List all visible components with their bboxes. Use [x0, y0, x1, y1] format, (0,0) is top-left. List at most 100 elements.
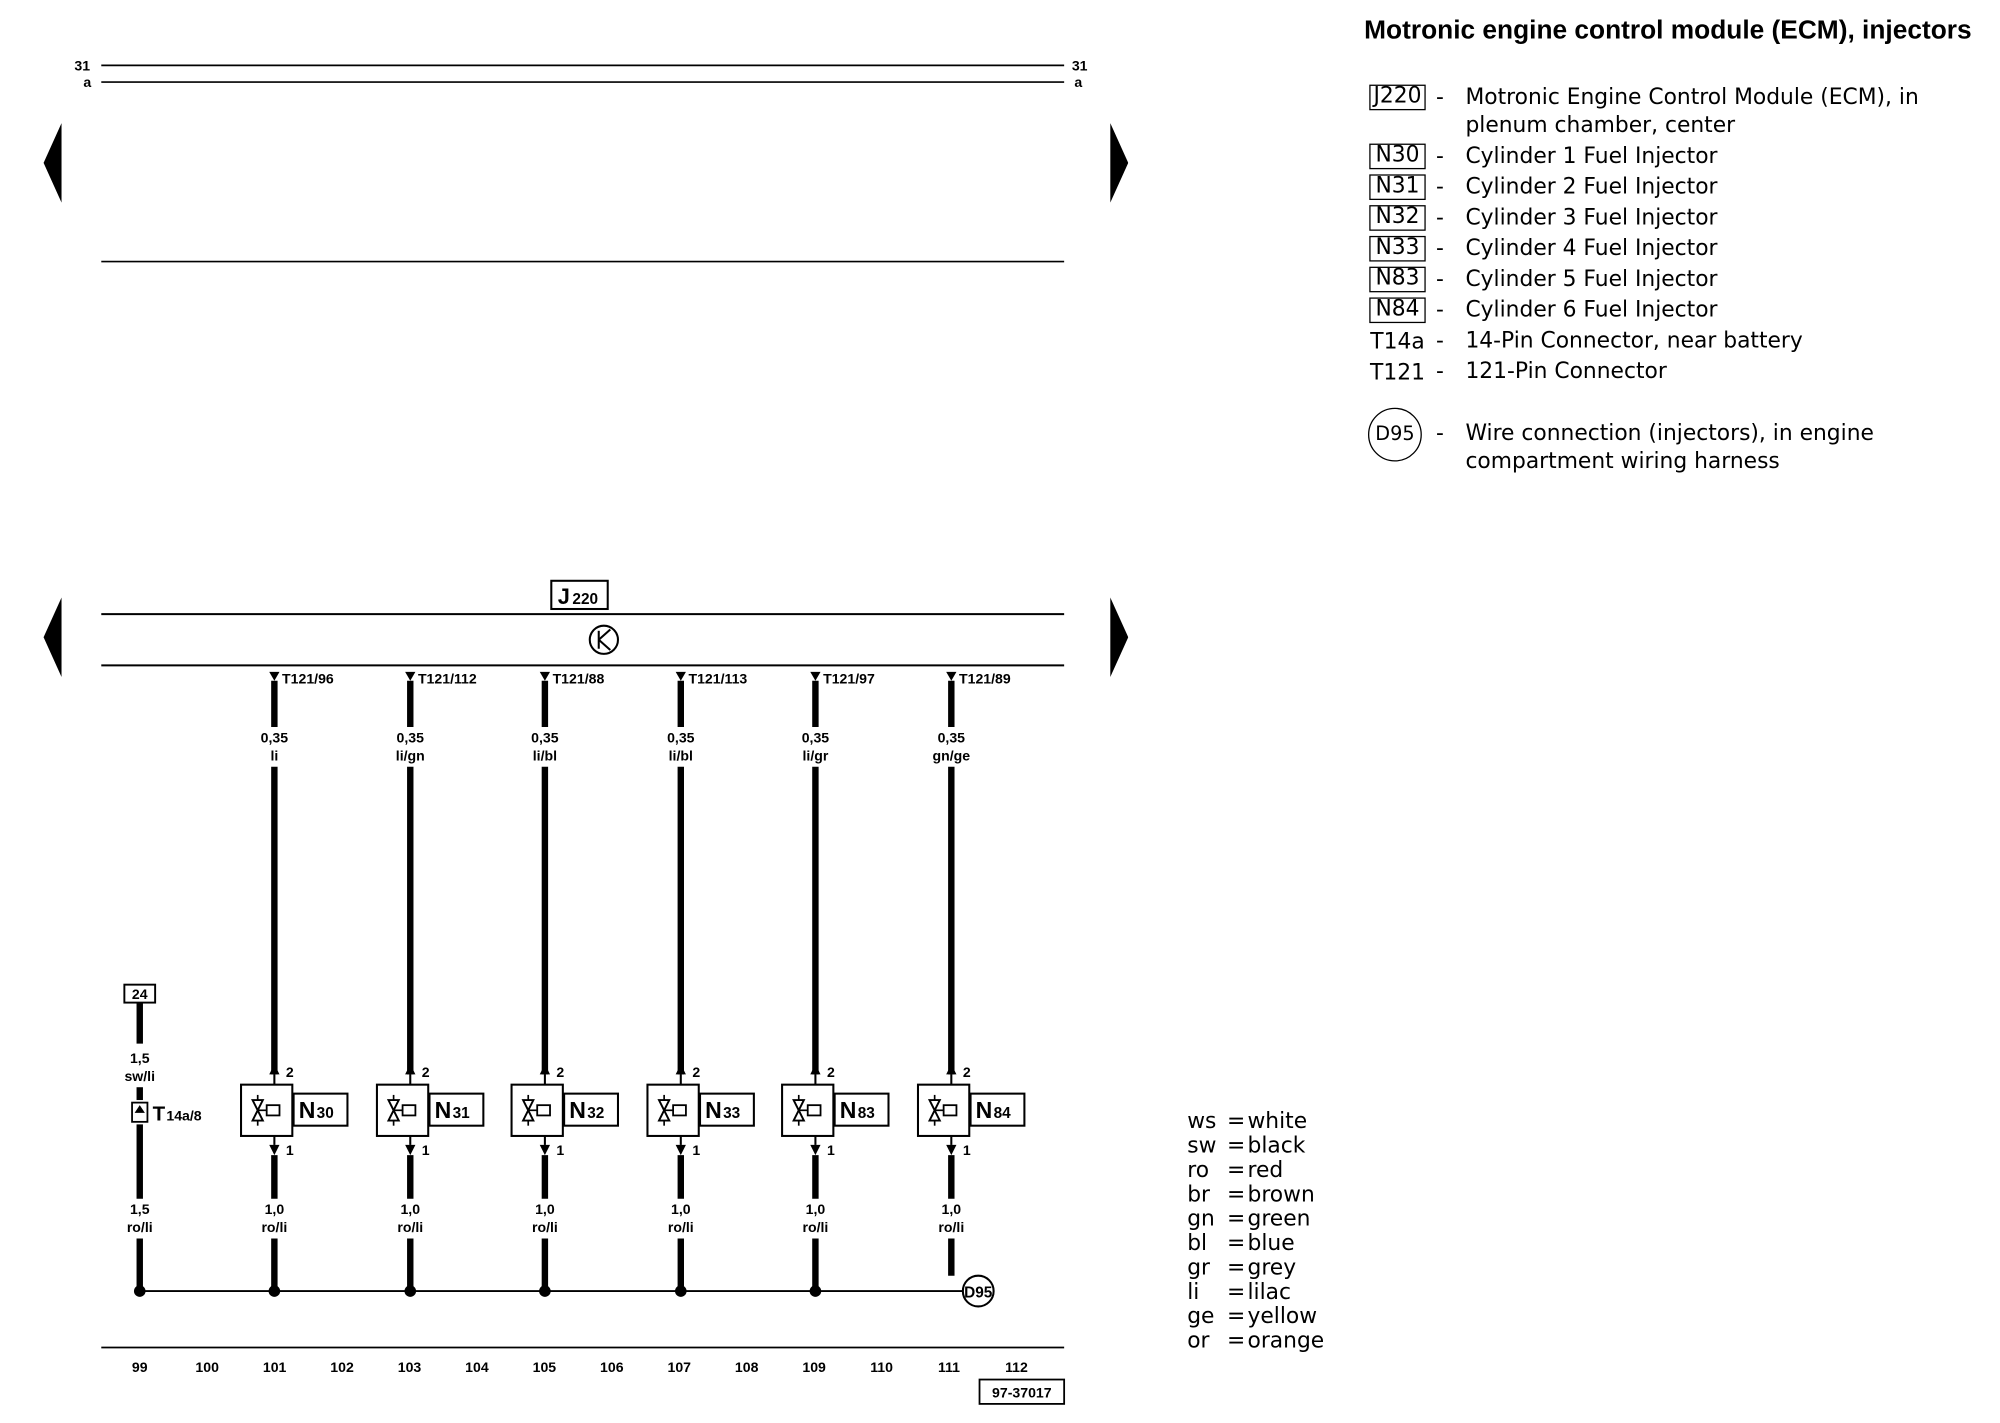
legend-text: Cylinder 3 Fuel Injector — [1465, 205, 1718, 231]
color-eq: = — [1226, 1328, 1246, 1354]
injector-circuits: T121/960,35li2N3011,0ro/liT121/1120,35li… — [240, 670, 1026, 1297]
wire-color-bot: ro/li — [668, 1219, 694, 1235]
ecm-pin-label: T121/97 — [823, 670, 875, 686]
next-page-arrow-lower[interactable] — [1110, 597, 1129, 677]
pin1-arrow — [405, 1144, 416, 1156]
wire-color-bot: ro/li — [802, 1219, 828, 1235]
injector-icon — [386, 1094, 417, 1126]
wire-color-bot: ro/li — [938, 1219, 964, 1235]
feed-top-color: sw/li — [124, 1068, 155, 1084]
track-number: 112 — [1005, 1359, 1028, 1375]
legend-code: N33 — [1369, 235, 1426, 262]
color-key-row: ro=red — [1187, 1157, 1283, 1184]
color-key-row: li=lilac — [1187, 1279, 1291, 1306]
track-number: 107 — [667, 1359, 691, 1375]
pin2-arrow — [946, 1064, 957, 1075]
color-abbr: sw — [1187, 1133, 1217, 1160]
injector-label-box — [428, 1092, 485, 1127]
legend-dash: - — [1435, 84, 1444, 111]
legend-code: J220 — [1369, 84, 1426, 111]
pin-arrow — [946, 671, 957, 681]
injector-label-box — [563, 1092, 619, 1127]
ref-number: 97-37017 — [992, 1384, 1052, 1400]
color-key-row: or =orange — [1187, 1328, 1325, 1354]
pin-1-label: 1 — [422, 1142, 430, 1158]
pin-arrow — [539, 671, 551, 681]
wire-gauge-top: 0,35 — [531, 729, 559, 745]
injector-label: N30 — [299, 1097, 334, 1123]
color-name: yellow — [1247, 1303, 1318, 1330]
legend-text: 121-Pin Connector — [1465, 358, 1667, 385]
wire-gauge-bot: 1,0 — [265, 1201, 285, 1217]
next-page-arrow[interactable] — [1110, 123, 1129, 203]
color-eq: = — [1226, 1230, 1246, 1257]
wire-color-top: li/gr — [802, 747, 828, 763]
track-number: 105 — [533, 1359, 557, 1375]
color-name: orange — [1247, 1328, 1325, 1354]
color-eq: = — [1226, 1303, 1246, 1330]
wire-color-top: li/bl — [669, 747, 693, 763]
color-name: green — [1247, 1206, 1311, 1233]
color-abbr: ro — [1187, 1157, 1210, 1184]
color-key-row: bl=blue — [1187, 1230, 1294, 1257]
pin-arrow — [810, 671, 821, 681]
pin-2-label: 2 — [963, 1064, 971, 1080]
wire-gauge-bot: 1,0 — [535, 1201, 555, 1217]
ground-splice-label: D95 — [964, 1284, 993, 1301]
track-number: 99 — [132, 1359, 148, 1375]
color-name: grey — [1247, 1255, 1297, 1281]
color-abbr: ge — [1187, 1303, 1215, 1330]
color-name: black — [1247, 1133, 1306, 1160]
track-number: 111 — [938, 1359, 960, 1375]
injector-icon — [657, 1094, 687, 1126]
legend-text-line2: compartment wiring harness — [1465, 448, 1780, 475]
wire-color-top: gn/ge — [933, 747, 971, 763]
prev-page-arrow[interactable] — [43, 123, 62, 203]
prev-page-arrow-lower[interactable] — [43, 597, 62, 677]
color-eq: = — [1226, 1182, 1246, 1208]
legend-dash: - — [1435, 420, 1444, 447]
track-number: 104 — [465, 1359, 489, 1375]
injector-label-box — [833, 1092, 890, 1127]
color-key-row: br=brown — [1187, 1183, 1315, 1207]
color-eq: = — [1226, 1279, 1246, 1306]
legend-text: Cylinder 4 Fuel Injector — [1465, 235, 1718, 262]
wire-gauge-bot: 1,0 — [942, 1201, 962, 1217]
ground-splice-circle — [961, 1274, 995, 1308]
legend-dash: - — [1435, 235, 1444, 262]
injector-icon — [792, 1094, 822, 1126]
track-number: 102 — [330, 1359, 354, 1375]
color-key-row: ws=white — [1187, 1110, 1307, 1134]
wire-gauge-top: 0,35 — [397, 729, 425, 745]
pin1-arrow — [675, 1144, 686, 1156]
legend-text: Motronic Engine Control Module (ECM), in — [1465, 84, 1919, 111]
track-number: 110 — [870, 1359, 893, 1375]
feed-top-gauge: 1,5 — [130, 1050, 150, 1066]
pin-1-label: 1 — [556, 1142, 564, 1158]
color-abbr: ws — [1187, 1109, 1217, 1135]
wire-gauge-top: 0,35 — [667, 729, 695, 745]
color-abbr: or — [1187, 1328, 1210, 1354]
ecm-pin-label: T121/112 — [418, 670, 477, 686]
rail-a-right: a — [1074, 74, 1082, 90]
ecm-pin-label: T121/89 — [959, 670, 1011, 686]
track-number: 109 — [802, 1359, 826, 1375]
pin-2-label: 2 — [692, 1064, 700, 1080]
color-abbr: gn — [1187, 1206, 1215, 1233]
pin1-arrow — [946, 1144, 957, 1156]
wire-color-bot: ro/li — [532, 1219, 558, 1235]
feed-ref-label: 24 — [132, 986, 148, 1002]
legend-text: Cylinder 5 Fuel Injector — [1465, 266, 1718, 293]
track-number: 108 — [735, 1359, 759, 1375]
pin2-arrow — [405, 1064, 416, 1075]
pin-arrow — [675, 671, 686, 681]
color-eq: = — [1226, 1109, 1246, 1135]
legend-text-line2: plenum chamber, center — [1465, 112, 1736, 139]
legend-dash: - — [1435, 358, 1444, 385]
pin-1-label: 1 — [963, 1142, 971, 1158]
